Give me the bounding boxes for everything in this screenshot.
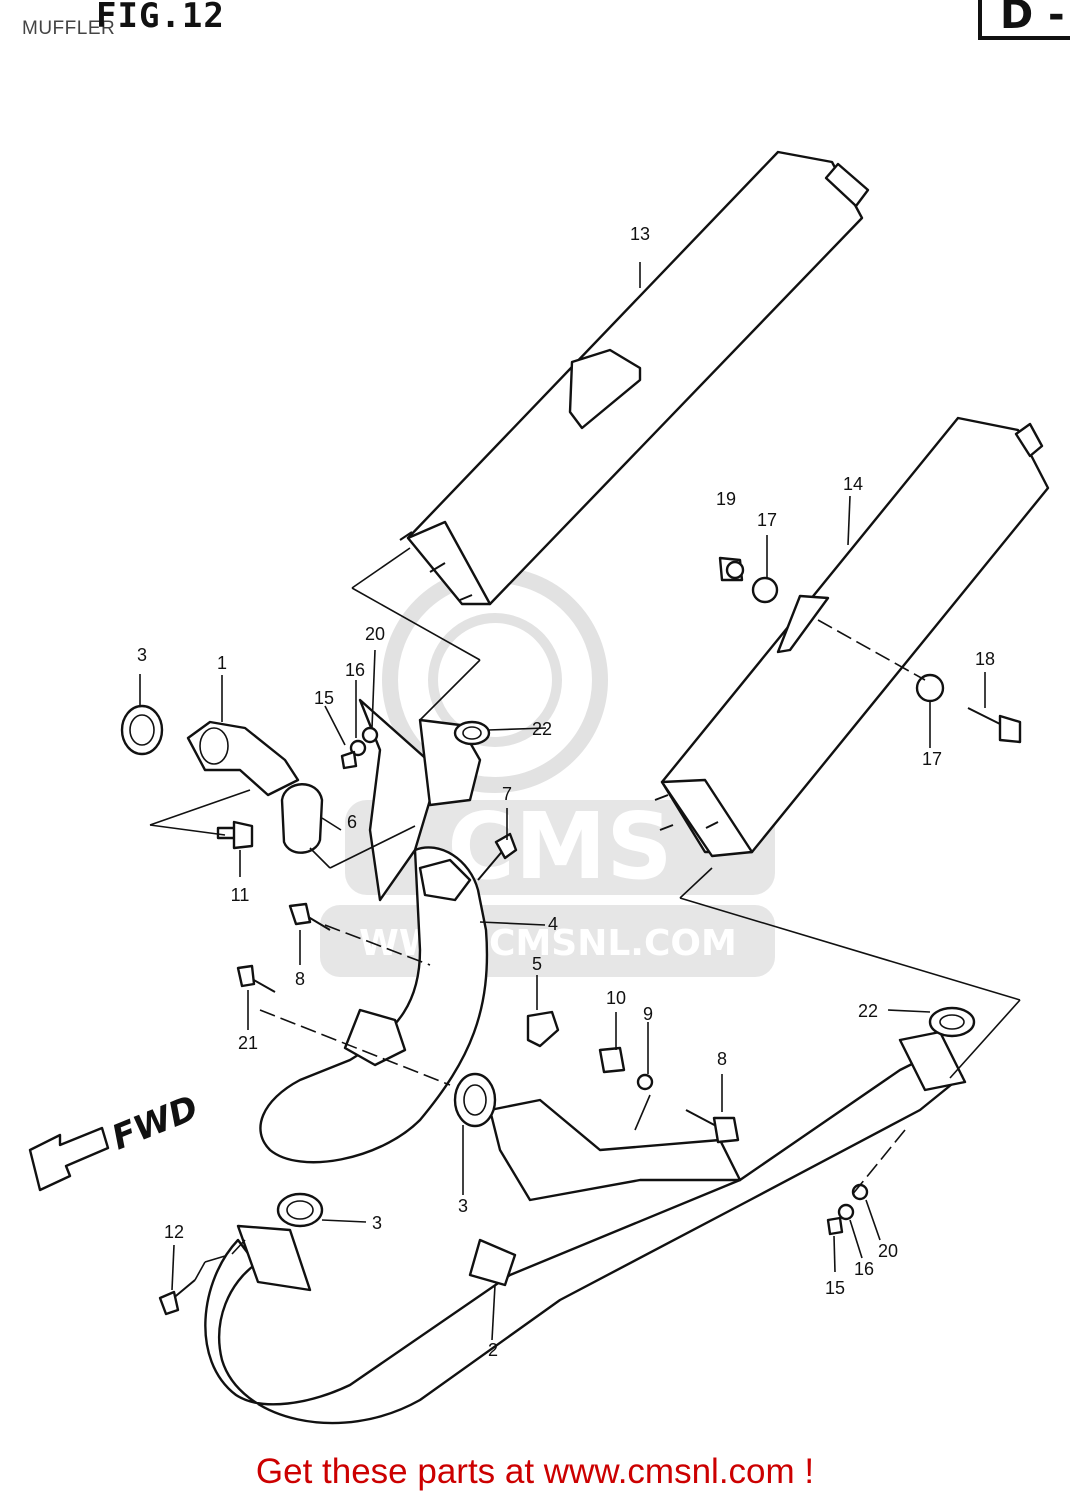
- callout-7: 7: [502, 784, 512, 804]
- bolt-21: [236, 964, 276, 993]
- callout-3-bottom: 3: [372, 1213, 382, 1233]
- callout-13: 13: [630, 224, 650, 244]
- callout-labels: 13 14 19 17 18 17 3 1 20 16 15 22 6 7 11…: [137, 224, 995, 1360]
- fwd-label: FWD: [106, 1088, 203, 1158]
- washer-17-top: [751, 576, 779, 604]
- callout-22-left: 22: [532, 719, 552, 739]
- callout-15-right: 15: [825, 1278, 845, 1298]
- callout-2: 2: [488, 1340, 498, 1360]
- callout-8-right: 8: [717, 1049, 727, 1069]
- figure-title: FIG.12: [96, 0, 225, 36]
- callout-17-top: 17: [757, 510, 777, 530]
- gasket-3-top: [120, 704, 164, 756]
- section-letter: D: [1000, 0, 1034, 38]
- callout-3-mid: 3: [458, 1196, 468, 1216]
- fwd-arrow: FWD: [28, 1088, 204, 1192]
- exhaust-pipe-2: [204, 1030, 967, 1425]
- callout-16-left: 16: [345, 660, 365, 680]
- callout-10: 10: [606, 988, 626, 1008]
- callout-22-right: 22: [858, 1001, 878, 1021]
- clamp-5: [526, 1010, 560, 1048]
- watermark-brand: CMS: [447, 793, 672, 900]
- callout-8-left: 8: [295, 969, 305, 989]
- callout-16-right: 16: [854, 1259, 874, 1279]
- callout-11: 11: [231, 885, 250, 905]
- leader-lines: [139, 262, 1021, 1341]
- gasket-3-bottom: [276, 1192, 324, 1228]
- cap-6: [280, 783, 324, 854]
- callout-6: 6: [347, 812, 357, 832]
- callout-18: 18: [975, 649, 995, 669]
- bolt-8-left: [288, 902, 331, 931]
- callout-12: 12: [164, 1222, 184, 1242]
- callout-19: 19: [716, 489, 736, 509]
- page-label: MUFFLER: [22, 18, 116, 39]
- bolt-11: [216, 820, 254, 850]
- nut-15-right: [826, 1216, 844, 1236]
- bolt-18: [967, 707, 1022, 744]
- collar-10: [598, 1046, 626, 1074]
- section-dash: -: [1048, 0, 1065, 38]
- nut-15-left: [340, 750, 358, 770]
- muffler-13: [399, 150, 870, 606]
- small-parts: [120, 556, 1022, 1316]
- gasket-3-mid: [453, 1072, 497, 1128]
- callout-20-left: 20: [365, 624, 385, 644]
- callout-1: 1: [217, 653, 227, 673]
- section-box: [978, 0, 1070, 40]
- fwd-arrow-icon: [28, 1126, 110, 1192]
- muffler-14: [654, 416, 1050, 858]
- bolt-12: [158, 1279, 196, 1316]
- callout-3-top: 3: [137, 645, 147, 665]
- callout-20-right: 20: [878, 1241, 898, 1261]
- bolt-8-right: [685, 1109, 740, 1144]
- callout-5: 5: [532, 954, 542, 974]
- joint-1: [186, 720, 300, 797]
- callout-14: 14: [843, 474, 863, 494]
- washer-17-right: [915, 673, 945, 703]
- callout-17-right: 17: [922, 749, 942, 769]
- callout-9: 9: [643, 1004, 653, 1024]
- callout-21: 21: [238, 1033, 258, 1053]
- bolt-19: [718, 556, 745, 582]
- washer-16-right: [837, 1203, 855, 1221]
- callout-15-left: 15: [314, 688, 334, 708]
- washer-9: [636, 1073, 654, 1091]
- callout-4: 4: [548, 914, 558, 934]
- washer-20-left: [361, 726, 379, 744]
- bolt-7: [477, 832, 518, 881]
- footer-cta: Get these parts at www.cmsnl.com !: [255, 1452, 815, 1491]
- exhaust-pipe-4: [259, 698, 489, 1164]
